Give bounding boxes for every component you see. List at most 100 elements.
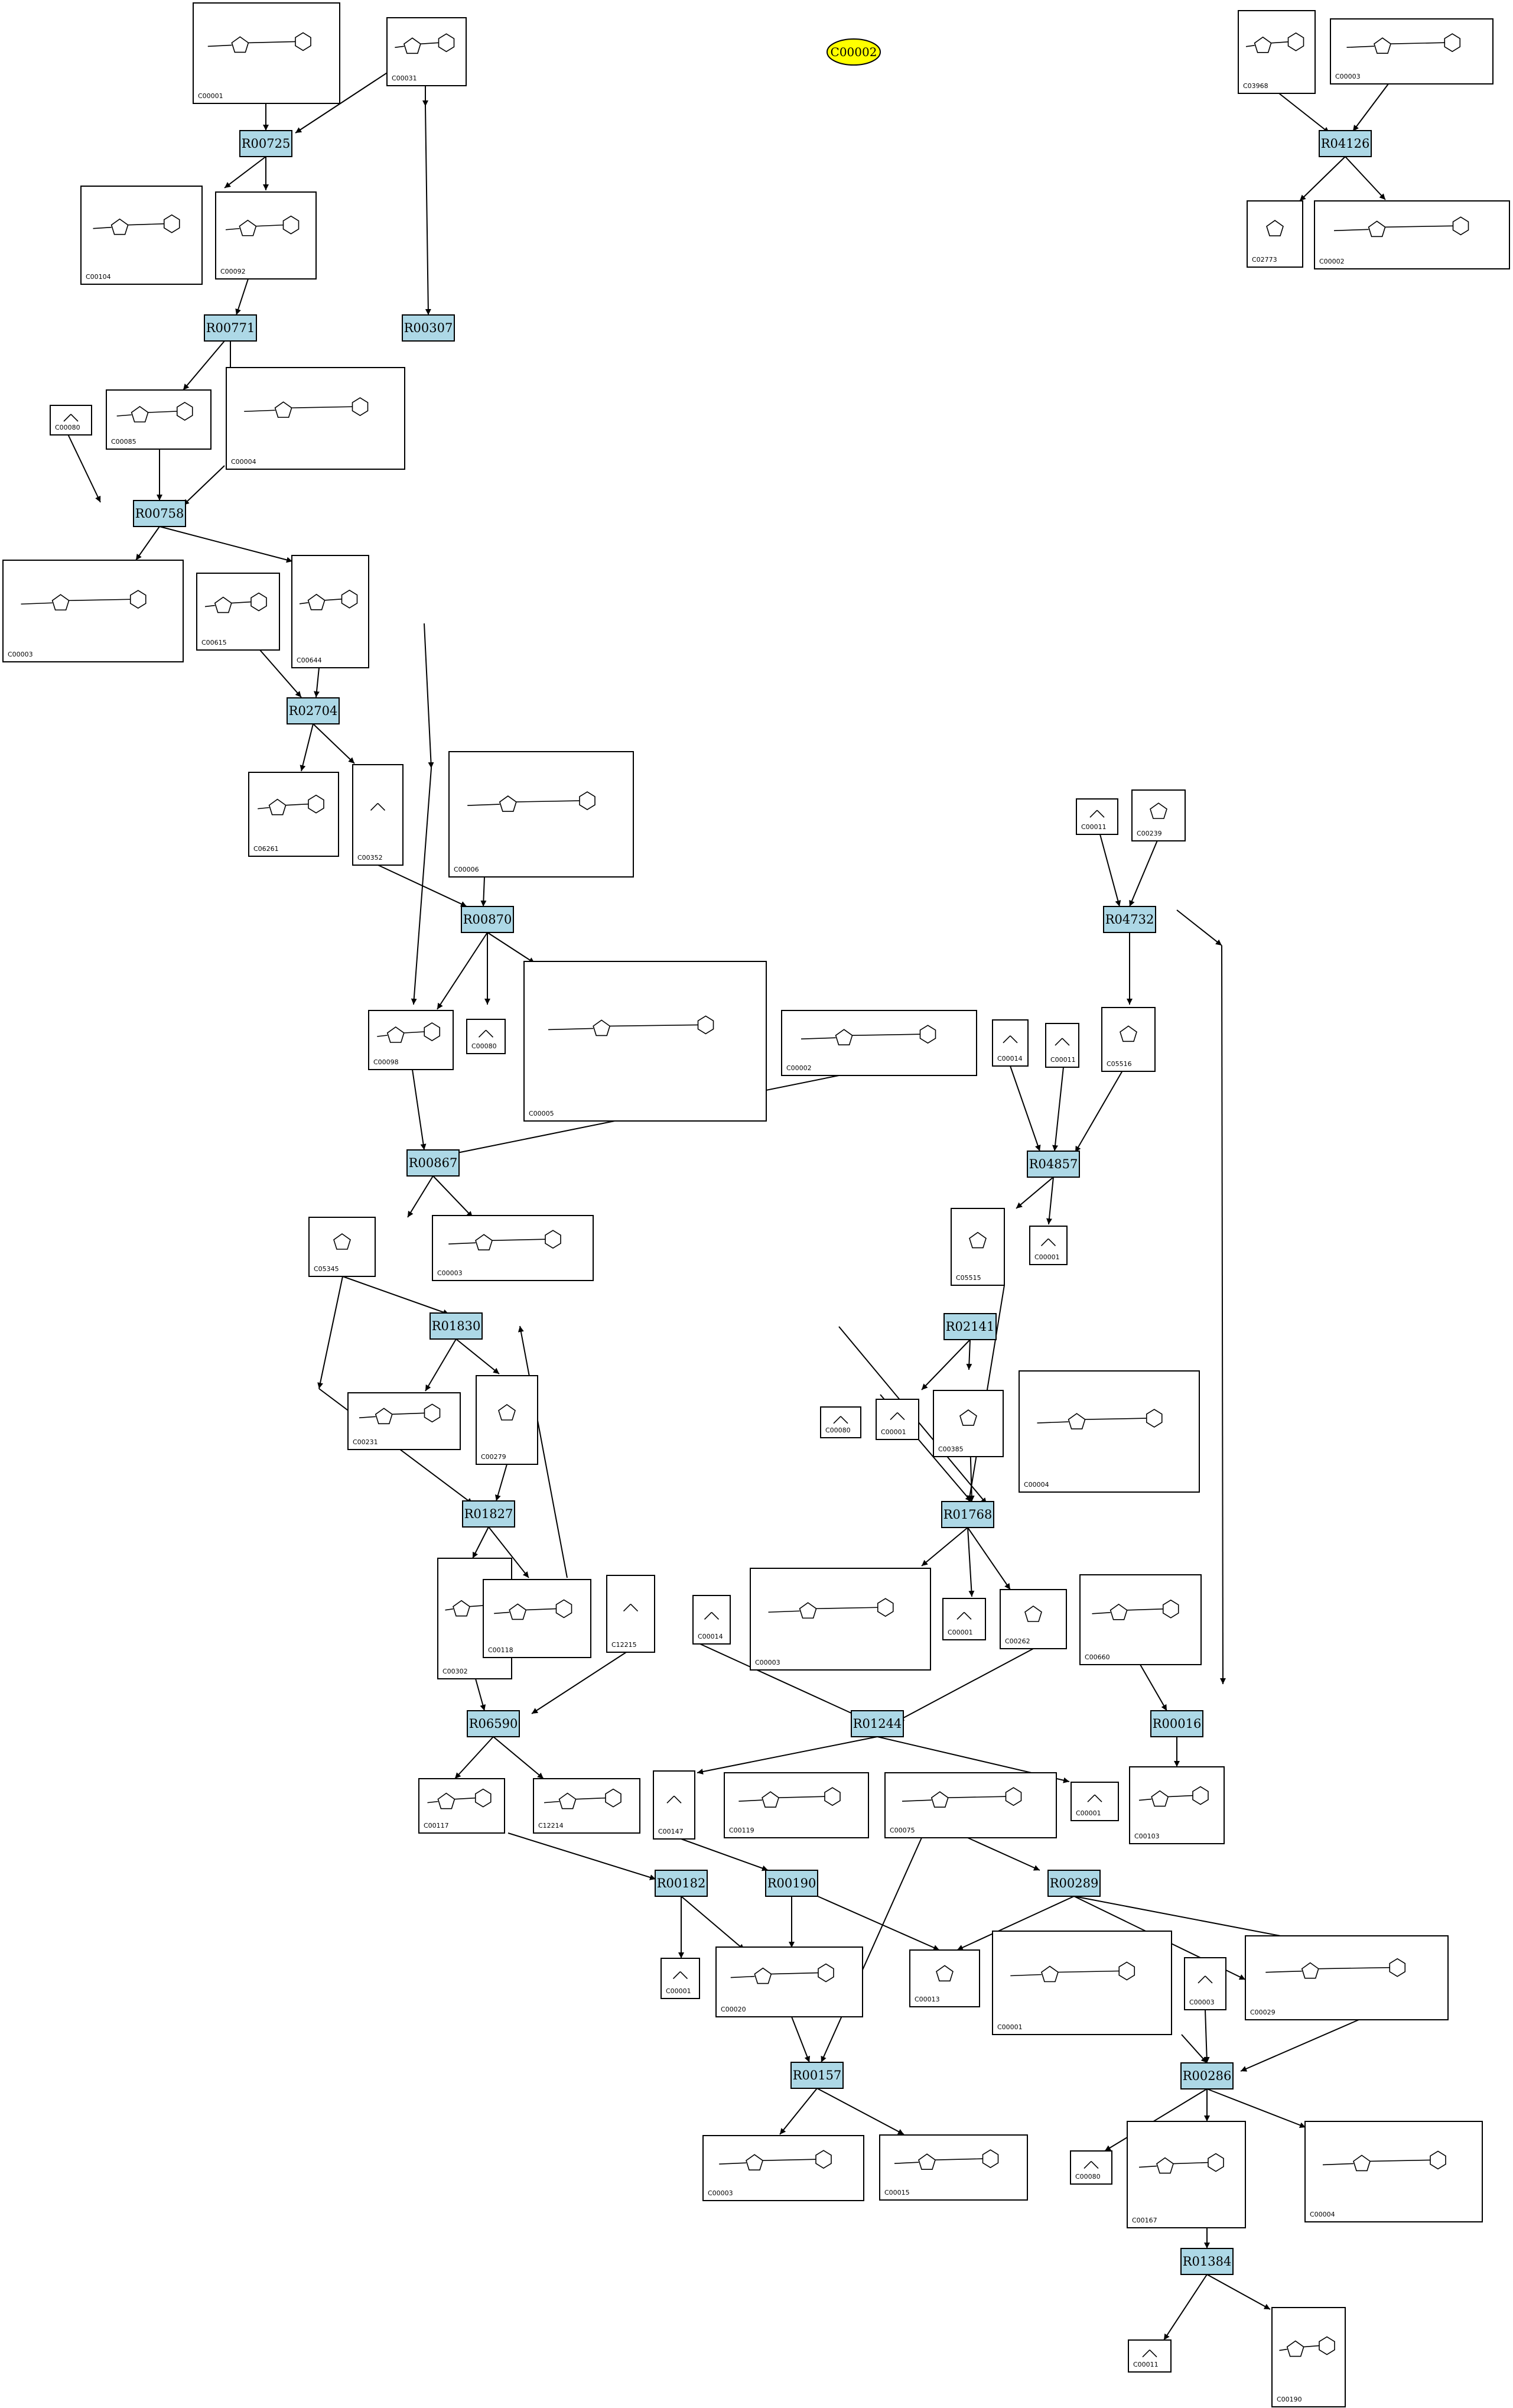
compound-node[interactable]: C00092 xyxy=(215,191,317,280)
compound-node[interactable]: C00075 xyxy=(884,1772,1057,1838)
compound-box[interactable] xyxy=(386,17,467,86)
reaction-node[interactable]: R00016 xyxy=(1150,1710,1203,1737)
compound-box[interactable] xyxy=(308,1217,376,1277)
compound-node[interactable]: C00080 xyxy=(820,1406,861,1438)
compound-box[interactable] xyxy=(1245,1935,1449,2020)
reaction-node[interactable]: R04732 xyxy=(1103,906,1156,933)
compound-box[interactable] xyxy=(692,1595,731,1645)
compound-node[interactable]: C00352 xyxy=(352,764,404,866)
compound-box[interactable] xyxy=(347,1392,461,1450)
reaction-box[interactable] xyxy=(430,1312,483,1340)
compound-node[interactable]: C00029 xyxy=(1245,1935,1449,2020)
compound-node[interactable]: C00031 xyxy=(386,17,467,86)
reaction-box[interactable] xyxy=(402,314,455,342)
compound-box[interactable] xyxy=(702,2135,864,2201)
reaction-node[interactable]: R01244 xyxy=(851,1710,904,1737)
compound-box[interactable] xyxy=(933,1390,1004,1457)
reaction-node[interactable]: R00182 xyxy=(655,1870,708,1897)
compound-box[interactable] xyxy=(2,560,184,662)
reaction-box[interactable] xyxy=(1103,906,1156,933)
reaction-box[interactable] xyxy=(1150,1710,1203,1737)
reaction-node[interactable]: R02704 xyxy=(287,697,340,724)
compound-node[interactable]: C00011 xyxy=(1076,798,1118,835)
compound-node[interactable]: C00014 xyxy=(992,1019,1029,1067)
compound-node[interactable]: C12215 xyxy=(606,1575,655,1653)
compound-box[interactable] xyxy=(660,1958,700,1999)
compound-box[interactable] xyxy=(418,1778,505,1834)
target-compound[interactable]: C00002 xyxy=(827,38,881,66)
compound-box[interactable] xyxy=(1314,200,1510,269)
reaction-node[interactable]: R00157 xyxy=(790,2062,844,2089)
compound-box[interactable] xyxy=(193,2,340,104)
reaction-node[interactable]: R00867 xyxy=(406,1149,460,1177)
compound-node[interactable]: C00002 xyxy=(1314,200,1510,269)
compound-box[interactable] xyxy=(1131,789,1186,841)
compound-node[interactable]: C00660 xyxy=(1079,1574,1202,1665)
reaction-node[interactable]: R00870 xyxy=(461,906,514,933)
compound-node[interactable]: C00002 xyxy=(781,1010,977,1076)
compound-node[interactable]: C05516 xyxy=(1101,1007,1156,1072)
reaction-node[interactable]: R00190 xyxy=(765,1870,818,1897)
reaction-node[interactable]: R00307 xyxy=(402,314,455,342)
compound-node[interactable]: C00279 xyxy=(476,1375,538,1465)
compound-node[interactable]: C00003 xyxy=(1184,1957,1226,2010)
reaction-box[interactable] xyxy=(1319,130,1372,157)
compound-node[interactable]: C00644 xyxy=(291,555,369,668)
compound-node[interactable]: C00003 xyxy=(1330,18,1494,85)
compound-box[interactable] xyxy=(1129,1766,1225,1844)
compound-node[interactable]: C00615 xyxy=(196,573,280,651)
compound-node[interactable]: C00011 xyxy=(1128,2339,1172,2373)
compound-box[interactable] xyxy=(1330,18,1494,85)
compound-box[interactable] xyxy=(951,1208,1005,1286)
compound-box[interactable] xyxy=(466,1019,506,1054)
compound-box[interactable] xyxy=(715,1946,863,2017)
compound-node[interactable]: C00003 xyxy=(2,560,184,662)
compound-box[interactable] xyxy=(879,2134,1028,2201)
reaction-node[interactable]: R00289 xyxy=(1047,1870,1101,1897)
compound-box[interactable] xyxy=(1247,200,1303,268)
compound-box[interactable] xyxy=(368,1010,454,1070)
compound-node[interactable]: C00001 xyxy=(992,1931,1172,2035)
compound-box[interactable] xyxy=(291,555,369,668)
reaction-box[interactable] xyxy=(239,130,292,157)
compound-node[interactable]: C12214 xyxy=(533,1778,640,1834)
reaction-box[interactable] xyxy=(765,1870,818,1897)
compound-node[interactable]: C00003 xyxy=(750,1568,931,1671)
compound-node[interactable]: C00103 xyxy=(1129,1766,1225,1844)
reaction-box[interactable] xyxy=(941,1501,994,1528)
compound-box[interactable] xyxy=(1184,1957,1226,2010)
compound-box[interactable] xyxy=(437,1558,512,1679)
compound-node[interactable]: C00004 xyxy=(1019,1370,1200,1493)
compound-node[interactable]: C00004 xyxy=(1304,2121,1483,2222)
compound-box[interactable] xyxy=(1101,1007,1156,1072)
compound-box[interactable] xyxy=(992,1019,1029,1067)
compound-box[interactable] xyxy=(606,1575,655,1653)
compound-box[interactable] xyxy=(196,573,280,651)
compound-node[interactable]: C00190 xyxy=(1271,2307,1346,2407)
reaction-box[interactable] xyxy=(790,2062,844,2089)
reaction-box[interactable] xyxy=(943,1313,997,1340)
reaction-box[interactable] xyxy=(461,906,514,933)
compound-box[interactable] xyxy=(483,1579,591,1658)
compound-node[interactable]: C00302 xyxy=(437,1558,512,1679)
compound-node[interactable]: C00006 xyxy=(448,751,634,878)
compound-box[interactable] xyxy=(653,1770,695,1840)
compound-node[interactable]: C00015 xyxy=(879,2134,1028,2201)
compound-box[interactable] xyxy=(1029,1226,1068,1265)
reaction-node[interactable]: R00771 xyxy=(204,314,257,342)
compound-node[interactable]: C00118 xyxy=(483,1579,591,1658)
compound-node[interactable]: C00014 xyxy=(692,1595,731,1645)
reaction-box[interactable] xyxy=(1180,2248,1234,2275)
compound-node[interactable]: C05515 xyxy=(951,1208,1005,1286)
compound-node[interactable]: C06261 xyxy=(248,772,339,857)
reaction-node[interactable]: R00286 xyxy=(1180,2062,1234,2089)
compound-node[interactable]: C00020 xyxy=(715,1946,863,2017)
reaction-box[interactable] xyxy=(287,697,340,724)
compound-node[interactable]: C00080 xyxy=(1070,2150,1112,2185)
compound-node[interactable]: C00239 xyxy=(1131,789,1186,841)
reaction-node[interactable]: R00758 xyxy=(133,500,186,527)
compound-box[interactable] xyxy=(1127,2121,1246,2228)
reaction-box[interactable] xyxy=(204,314,257,342)
compound-node[interactable]: C00005 xyxy=(523,961,767,1122)
compound-node[interactable]: C00147 xyxy=(653,1770,695,1840)
